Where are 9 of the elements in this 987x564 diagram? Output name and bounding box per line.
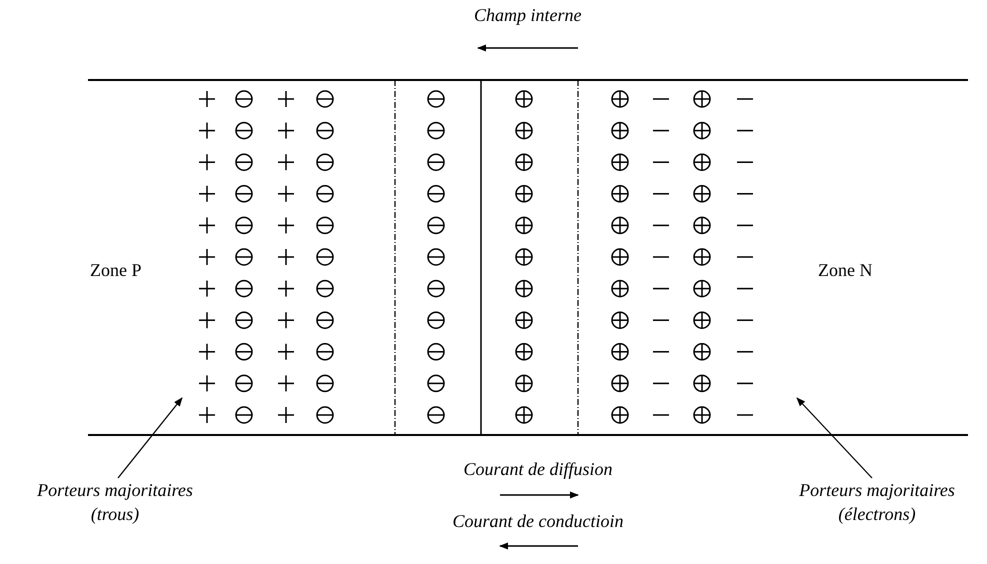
label-text: Zone P xyxy=(90,259,142,281)
annotation-text: Porteurs majoritaires (électrons) xyxy=(777,478,977,526)
label-text: Champ interne xyxy=(474,4,582,26)
label-text: Courant de diffusion xyxy=(464,458,613,480)
annotation-text: Porteurs majoritaires (trous) xyxy=(20,478,210,526)
leader-line xyxy=(796,397,872,478)
leader-line xyxy=(118,397,183,478)
label-text: Zone N xyxy=(818,259,872,281)
label-text: Courant de conductioin xyxy=(452,510,624,532)
